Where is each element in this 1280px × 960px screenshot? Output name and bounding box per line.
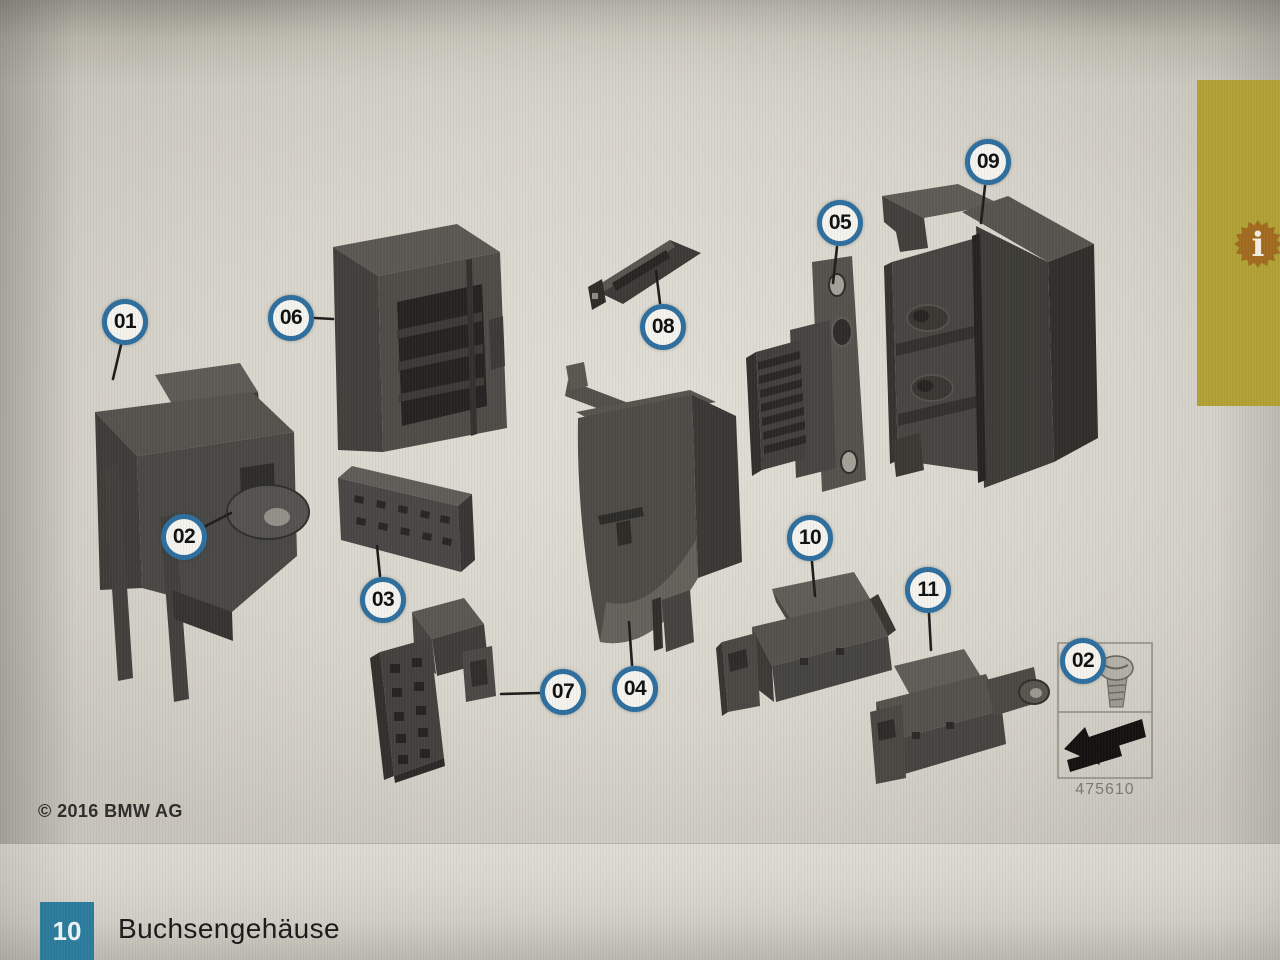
callout-07[interactable]: 07 — [540, 669, 586, 715]
callout-11[interactable]: 11 — [905, 567, 951, 613]
part-04[interactable] — [565, 362, 742, 652]
callout-03[interactable]: 03 — [360, 577, 406, 623]
callout-10[interactable]: 10 — [787, 515, 833, 561]
info-badge-icon — [1234, 220, 1280, 268]
callout-01[interactable]: 01 — [102, 299, 148, 345]
copyright-text: © 2016 BMW AG — [38, 801, 183, 821]
callout-09[interactable]: 09 — [965, 139, 1011, 185]
part-05[interactable] — [746, 256, 866, 492]
screw-icon — [1098, 655, 1134, 708]
part-09[interactable] — [882, 184, 1098, 488]
direction-arrow-icon — [1064, 719, 1146, 772]
callout-04[interactable]: 04 — [612, 666, 658, 712]
info-tab-label: i — [1252, 225, 1265, 265]
footer-section-number: 10 — [40, 902, 94, 960]
callout-leader-lines — [111, 184, 987, 696]
legend-image-code: 475610 — [1075, 781, 1135, 798]
lower-strip — [0, 843, 1280, 960]
page-title: Buchsengehäuse — [118, 913, 340, 944]
part-07[interactable] — [370, 598, 496, 783]
legend-box — [1057, 642, 1153, 779]
part-08[interactable] — [588, 240, 701, 310]
part-03[interactable] — [338, 466, 475, 572]
callout-02[interactable]: 02 — [161, 514, 207, 560]
callout-08[interactable]: 08 — [640, 304, 686, 350]
part-06[interactable] — [333, 224, 507, 452]
callout-05[interactable]: 05 — [817, 200, 863, 246]
part-10[interactable] — [716, 572, 896, 716]
callout-02-legend[interactable]: 02 — [1060, 638, 1106, 684]
part-11[interactable] — [870, 649, 1050, 784]
callout-06[interactable]: 06 — [268, 295, 314, 341]
info-tab[interactable]: i — [1197, 80, 1280, 406]
part-01[interactable] — [95, 363, 310, 702]
